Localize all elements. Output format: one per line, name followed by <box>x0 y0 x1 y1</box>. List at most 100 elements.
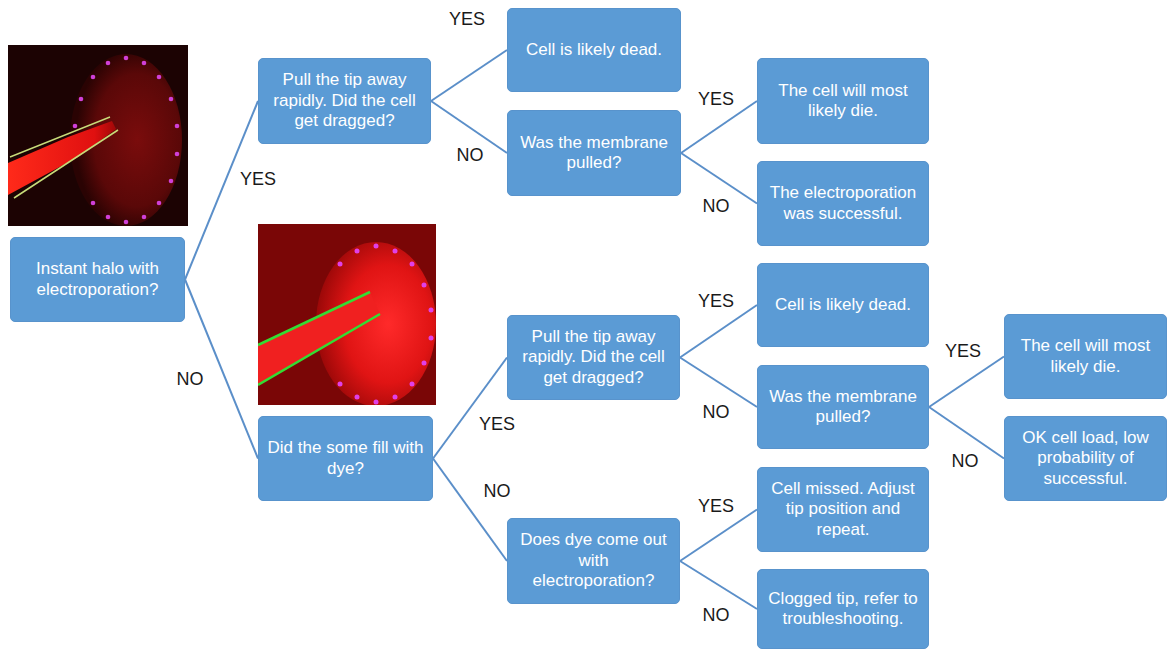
outline-dot <box>410 262 415 267</box>
box-text: Instant halo with electroporation? <box>19 259 176 300</box>
outline-dot <box>338 382 343 387</box>
process-box: Cell is likely dead. <box>757 263 929 347</box>
box-text: The cell will most likely die. <box>1013 336 1158 377</box>
box-text: Does dye come out with electroporation? <box>516 530 671 591</box>
process-box: OK cell load, low probability of success… <box>1004 416 1167 501</box>
connector-line <box>185 101 258 280</box>
process-box: Pull the tip away rapidly. Did the cell … <box>258 58 431 144</box>
branch-label: YES <box>696 90 736 110</box>
outline-dot <box>355 249 360 254</box>
box-text: The electroporation was successful. <box>766 183 920 224</box>
outline-dot <box>393 249 398 254</box>
box-text: Did the some fill with dye? <box>267 438 424 479</box>
connector-line <box>433 358 507 459</box>
cell-outline-dots <box>73 56 180 225</box>
outline-dot <box>169 179 174 184</box>
process-box: Clogged tip, refer to troubleshooting. <box>757 569 929 649</box>
outline-dot <box>422 283 427 288</box>
tip-edge-line <box>258 314 380 385</box>
process-box: Cell missed. Adjust tip position and rep… <box>757 467 929 552</box>
branch-label: NO <box>950 452 981 472</box>
branch-label: YES <box>696 497 736 517</box>
micrograph-ground <box>8 45 188 226</box>
outline-dot <box>157 75 162 80</box>
outline-dot <box>429 336 434 341</box>
process-box: Pull the tip away rapidly. Did the cell … <box>507 315 680 400</box>
process-box: Instant halo with electroporation? <box>10 237 185 322</box>
tip-edge-line <box>14 130 118 198</box>
outline-dot <box>106 61 111 66</box>
outline-dot <box>422 361 427 366</box>
outline-dot <box>374 400 379 405</box>
box-text: Cell is likely dead. <box>526 40 662 60</box>
outline-dot <box>124 220 129 225</box>
outline-dot <box>175 152 180 157</box>
cell-outline-dots <box>338 244 434 405</box>
box-text: Pull the tip away rapidly. Did the cell … <box>516 327 671 388</box>
pipette-tip <box>258 292 380 385</box>
outline-dot <box>338 262 343 267</box>
outline-dot <box>73 124 78 129</box>
outline-dot <box>124 56 129 61</box>
tip-edge-line <box>10 117 110 157</box>
branch-label: NO <box>455 146 486 166</box>
box-text: Pull the tip away rapidly. Did the cell … <box>267 70 422 131</box>
outline-dot <box>91 201 96 206</box>
micrograph-ground <box>258 224 436 405</box>
branch-label: NO <box>701 606 732 626</box>
process-box: Was the membrane pulled? <box>757 365 929 449</box>
process-box: Did the some fill with dye? <box>258 416 433 501</box>
branch-label: YES <box>238 170 278 190</box>
branch-label: YES <box>943 342 983 362</box>
box-text: Was the membrane pulled? <box>516 133 672 174</box>
connector-line <box>431 50 507 101</box>
process-box: The electroporation was successful. <box>757 161 929 246</box>
branch-label: NO <box>701 403 732 423</box>
process-box: The cell will most likely die. <box>1004 314 1167 399</box>
outline-dot <box>429 308 434 313</box>
process-box: Cell is likely dead. <box>507 8 681 92</box>
box-text: OK cell load, low probability of success… <box>1013 428 1158 489</box>
box-text: Cell is likely dead. <box>775 295 911 315</box>
branch-label: YES <box>696 292 736 312</box>
connector-line <box>433 459 507 562</box>
branch-label: NO <box>175 370 206 390</box>
connector-line <box>929 357 1004 408</box>
pipette-tip <box>8 121 116 195</box>
branch-label: NO <box>701 197 732 217</box>
connector-line <box>681 153 757 204</box>
outline-dot <box>169 97 174 102</box>
connector-line <box>680 510 757 562</box>
tip-edge-line <box>258 292 370 345</box>
connector-line <box>185 280 258 459</box>
branch-label: YES <box>447 10 487 30</box>
branch-label: NO <box>482 482 513 502</box>
outline-dot <box>142 61 147 66</box>
outline-dot <box>106 215 111 220</box>
box-text: The cell will most likely die. <box>766 81 920 122</box>
connector-line <box>680 561 757 609</box>
outline-dot <box>79 97 84 102</box>
outline-dot <box>410 382 415 387</box>
outline-dot <box>91 75 96 80</box>
connector-line <box>680 305 757 358</box>
process-box: Does dye come out with electroporation? <box>507 518 680 604</box>
box-text: Clogged tip, refer to troubleshooting. <box>766 589 920 630</box>
connector-line <box>929 407 1004 459</box>
branch-label: YES <box>477 415 517 435</box>
micrograph-halo <box>8 45 188 226</box>
tip-outline <box>10 117 118 198</box>
outline-dot <box>142 215 147 220</box>
outline-dot <box>374 244 379 249</box>
outline-dot <box>393 395 398 400</box>
process-box: Was the membrane pulled? <box>507 110 681 196</box>
outline-dot <box>355 395 360 400</box>
process-box: The cell will most likely die. <box>757 58 929 144</box>
outline-dot <box>157 201 162 206</box>
connector-line <box>680 358 757 408</box>
box-text: Cell missed. Adjust tip position and rep… <box>766 479 920 540</box>
outline-dot <box>175 124 180 129</box>
